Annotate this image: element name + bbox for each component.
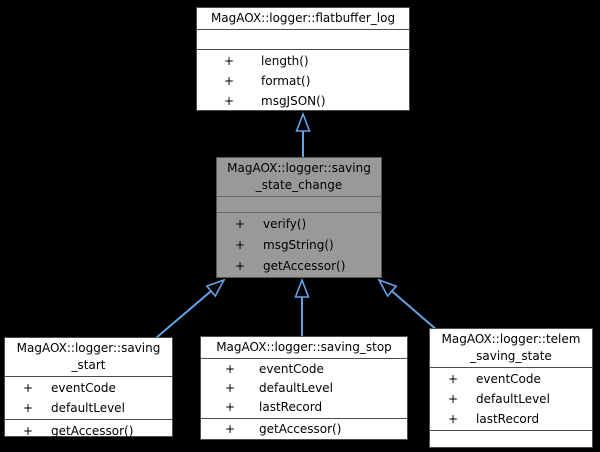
visibility-plus: + [447,412,459,426]
attribute-label: lastRecord [476,412,540,426]
methods-section: + getAccessor() [201,418,407,440]
visibility-plus: + [224,362,236,376]
attribute-label: defaultLevel [51,401,125,415]
method-label: getAccessor() [263,259,346,273]
visibility-plus: + [224,400,236,414]
class-node-saving-stop[interactable]: MagAOX::logger::saving_stop + eventCode … [200,336,408,440]
visibility-plus: + [22,381,34,395]
visibility-plus: + [224,381,236,395]
class-title: MagAOX::logger::saving_stop [201,337,407,358]
visibility-plus: + [447,392,459,406]
visibility-plus: + [22,401,34,415]
class-title: MagAOX::logger::telem _saving_state [430,329,592,367]
edge-saving-start-to-saving-state-change [155,280,224,339]
class-title: MagAOX::logger::saving _start [5,338,172,376]
class-node-flatbuffer-log[interactable]: MagAOX::logger::flatbuffer_log + length(… [196,7,410,111]
attribute-row: + defaultLevel [5,398,172,418]
attribute-row: + lastRecord [430,409,592,429]
class-title-line: _saving_state [470,349,552,363]
method-row: + length() [197,51,409,71]
class-title: MagAOX::logger::saving _state_change [217,158,381,196]
method-label: length() [261,54,309,68]
attribute-label: defaultLevel [259,381,333,395]
class-node-telem-saving-state[interactable]: MagAOX::logger::telem _saving_state + ev… [429,328,593,448]
attributes-section-empty [217,196,381,212]
method-label: msgJSON() [261,94,326,108]
method-label: verify() [263,217,307,231]
attributes-section: + eventCode + defaultLevel + lastRecord [201,358,407,418]
attribute-row: + eventCode [430,369,592,389]
class-node-saving-start[interactable]: MagAOX::logger::saving _start + eventCod… [4,337,173,438]
method-label: getAccessor() [51,424,134,438]
method-row: + msgString() [217,235,381,256]
attributes-section: + eventCode + defaultLevel + lastRecord [430,367,592,430]
methods-section-empty [430,430,592,447]
edge-telem-saving-state-to-saving-state-change [379,280,439,332]
method-label: msgString() [263,238,334,252]
attribute-label: defaultLevel [476,392,550,406]
class-node-saving-state-change[interactable]: MagAOX::logger::saving _state_change + v… [216,157,382,278]
class-title-line: MagAOX::logger::flatbuffer_log [210,11,396,25]
attribute-row: + eventCode [201,360,407,379]
method-row: + msgJSON() [197,91,409,111]
attributes-section: + eventCode + defaultLevel [5,376,172,419]
method-row: + getAccessor() [5,421,172,441]
method-row: + getAccessor() [217,256,381,277]
methods-section: + verify() + msgString() + getAccessor() [217,212,381,278]
attribute-label: eventCode [476,372,541,386]
attributes-section-empty [197,29,409,49]
visibility-plus: + [234,217,246,231]
method-row: + getAccessor() [201,420,407,439]
visibility-plus: + [234,238,246,252]
attribute-label: eventCode [51,381,116,395]
attribute-row: + defaultLevel [201,379,407,398]
visibility-plus: + [234,259,246,273]
class-title-line: MagAOX::logger::saving [227,161,371,175]
attribute-row: + eventCode [5,378,172,398]
visibility-plus: + [224,422,236,436]
attribute-label: lastRecord [259,400,323,414]
method-row: + format() [197,71,409,91]
visibility-plus: + [447,372,459,386]
methods-section: + getAccessor() [5,419,172,442]
class-title-line: MagAOX::logger::telem [441,332,581,346]
class-title-line: _state_change [255,178,343,192]
method-label: getAccessor() [259,422,342,436]
visibility-plus: + [223,94,235,108]
visibility-plus: + [223,74,235,88]
method-label: format() [261,74,311,88]
class-title: MagAOX::logger::flatbuffer_log [197,8,409,29]
visibility-plus: + [22,424,34,438]
methods-section: + length() + format() + msgJSON() [197,49,409,112]
method-row: + verify() [217,214,381,235]
class-title-line: _start [71,358,106,372]
attribute-label: eventCode [259,362,324,376]
attribute-row: + defaultLevel [430,389,592,409]
class-title-line: MagAOX::logger::saving [16,341,161,355]
attribute-row: + lastRecord [201,398,407,417]
visibility-plus: + [223,54,235,68]
class-title-line: MagAOX::logger::saving_stop [216,340,392,354]
